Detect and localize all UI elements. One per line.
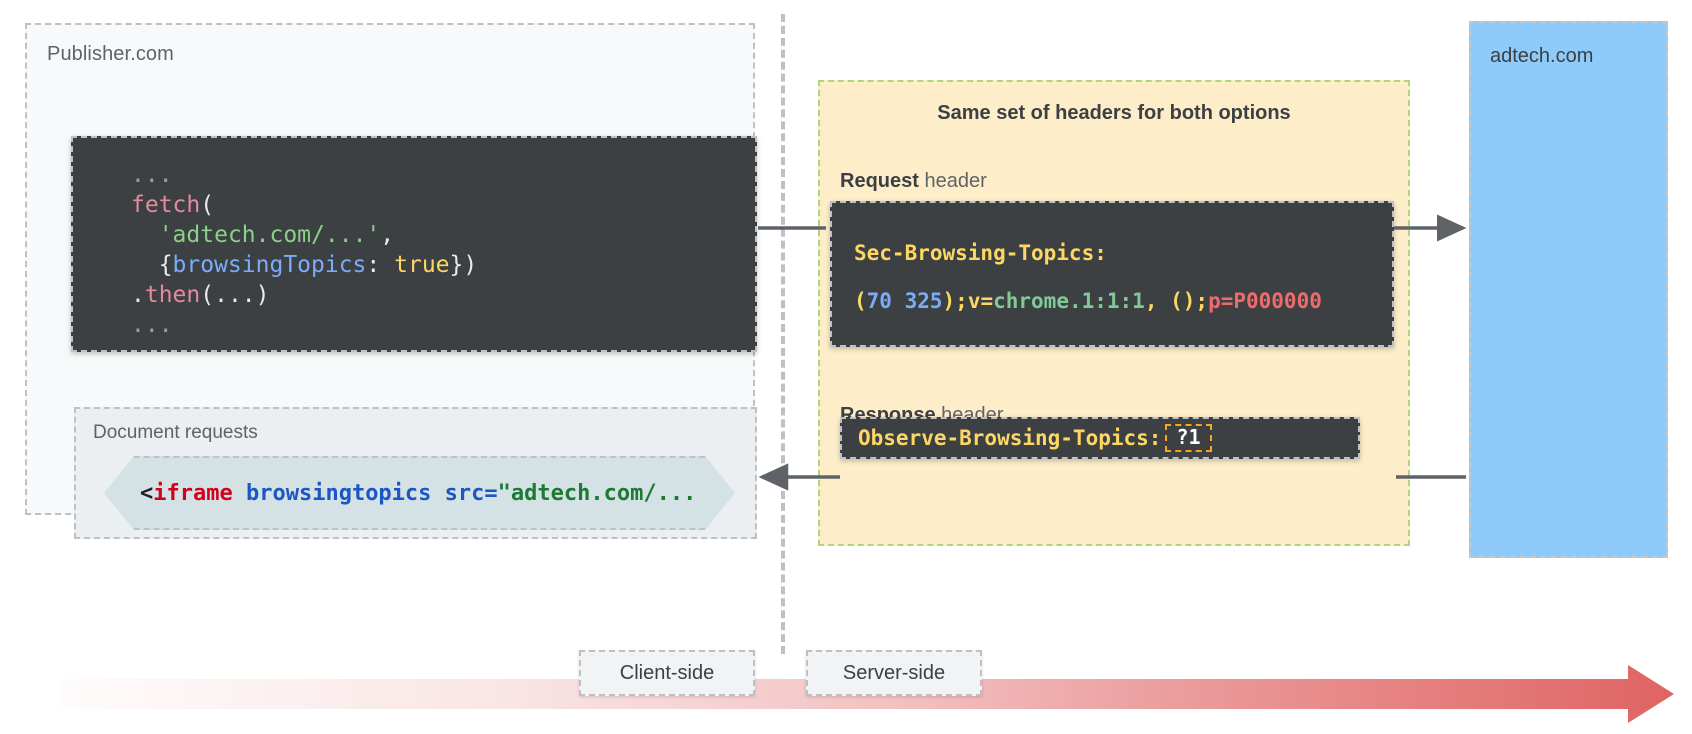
- request-header-caption-bold: Request: [840, 170, 919, 192]
- request-header-caption: Request header: [840, 170, 987, 193]
- adtech-label: adtech.com: [1490, 45, 1594, 67]
- request-header-name: Sec-Browsing-Topics:: [854, 241, 1107, 265]
- response-header-name: Observe-Browsing-Topics:: [858, 426, 1162, 450]
- fetch-code-line: ...: [131, 162, 173, 188]
- request-header-caption-rest: header: [918, 170, 987, 192]
- client-server-divider: [781, 14, 785, 654]
- iframe-snippet-hexagon: <iframe browsingtopics src="adtech.com/.…: [104, 456, 735, 530]
- request-header-value: (70 325);v=chrome.1:1:1, ();p=P000000: [854, 289, 1322, 313]
- hexagon-shape: [104, 456, 735, 530]
- document-requests-label: Document requests: [93, 422, 258, 443]
- timeline-chip-client-side: Client-side: [579, 650, 755, 696]
- fetch-code-line: ...: [131, 312, 173, 338]
- fetch-code-line: .then(...): [131, 282, 270, 308]
- response-header-code-block: Observe-Browsing-Topics:?1: [840, 417, 1360, 459]
- request-header-code-block: Sec-Browsing-Topics: (70 325);v=chrome.1…: [830, 201, 1394, 347]
- fetch-code-line: 'adtech.com/...',: [158, 222, 395, 248]
- publisher-panel: Publisher.com ... fetch( 'adtech.com/...…: [25, 23, 757, 539]
- headers-panel-title: Same set of headers for both options: [937, 102, 1291, 124]
- adtech-panel: adtech.com: [1469, 21, 1668, 558]
- document-requests-panel: Document requests <iframe browsingtopics…: [74, 407, 757, 539]
- timeline-chip-server-side: Server-side: [806, 650, 982, 696]
- fetch-code-block: ... fetch( 'adtech.com/...', {browsingTo…: [71, 136, 757, 352]
- fetch-code-line: fetch(: [131, 192, 215, 218]
- iframe-snippet-text: <iframe browsingtopics src="adtech.com/.…: [140, 480, 697, 506]
- publisher-label: Publisher.com: [47, 43, 174, 65]
- fetch-code-line: {browsingTopics: true}): [131, 252, 478, 278]
- response-header-value-chip: ?1: [1165, 424, 1212, 452]
